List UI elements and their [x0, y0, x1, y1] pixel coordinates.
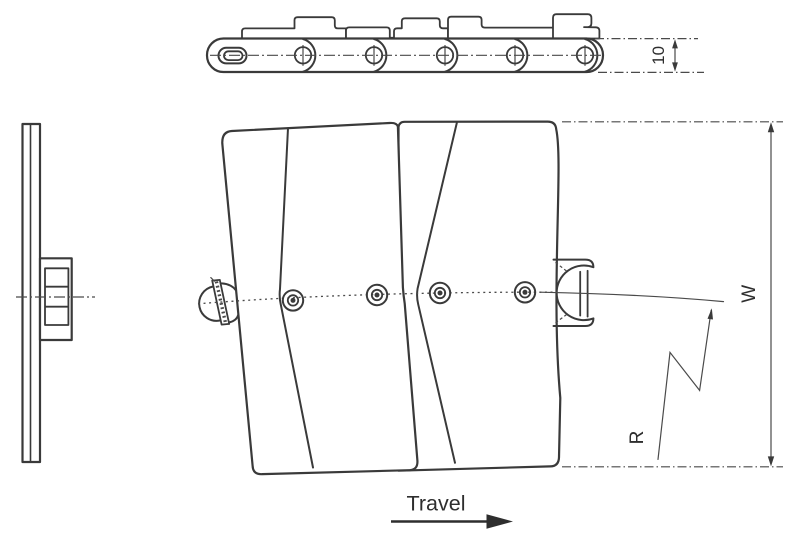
arrow-down-icon: [767, 456, 775, 467]
dimension-w: W: [562, 121, 783, 468]
chain-side-view: [205, 13, 605, 74]
arrow-down-icon: [672, 62, 678, 72]
slat-edge-profiles: [241, 13, 601, 40]
arrow-up-icon: [672, 39, 678, 49]
slat-profile-5: [552, 13, 601, 40]
radius-leader: R: [627, 308, 713, 460]
slat-profile-1: [241, 16, 347, 40]
thickness-dimension-label: 10: [649, 46, 668, 65]
radius-dimension-label: R: [627, 431, 648, 445]
slat-edge-view: [16, 122, 95, 464]
rivet: [365, 283, 389, 307]
travel-indicator: Travel: [391, 492, 513, 529]
hinge-knuckle-left: [198, 277, 240, 326]
slat-plan-view: [197, 120, 725, 476]
slat-plate-left: [221, 121, 419, 476]
width-dimension-label: W: [739, 285, 760, 303]
slat-profile-2: [345, 26, 391, 40]
pitch-centerline: [197, 291, 558, 305]
slat-profile-4: [447, 15, 557, 40]
pitch-radius-arc: [539, 291, 725, 303]
slat-plate-right: [397, 120, 562, 472]
leader-arrow-icon: [707, 308, 713, 320]
slat-profile-3: [393, 17, 449, 40]
slat-left-bevel-line: [278, 127, 314, 469]
slat-rivets: [281, 281, 537, 312]
rivet: [281, 289, 305, 312]
pin-knurl-texture: [214, 281, 228, 324]
leader-zigzag-line: [657, 309, 712, 460]
travel-arrow-icon: [486, 514, 513, 529]
arrow-up-icon: [767, 122, 775, 133]
rivet: [428, 281, 452, 305]
slat-right-bevel-line: [416, 122, 458, 464]
travel-label: Travel: [407, 492, 466, 516]
rivet: [513, 281, 537, 304]
dimension-10: 10: [595, 38, 704, 73]
